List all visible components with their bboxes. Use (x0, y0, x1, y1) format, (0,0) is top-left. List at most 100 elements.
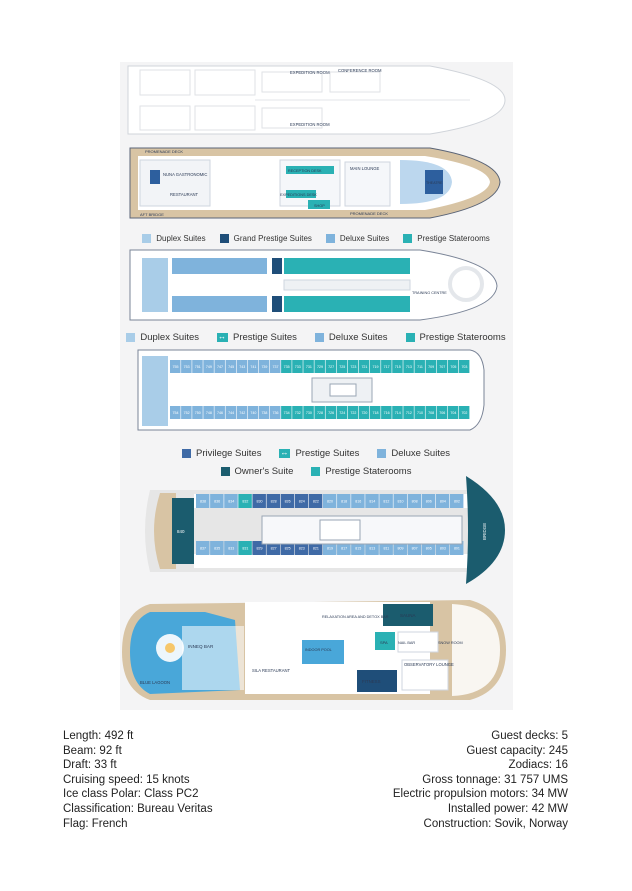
cabin (325, 360, 337, 373)
cabin-number: 830 (256, 500, 262, 504)
cabin (181, 360, 192, 373)
spec-classification: Classification: Bureau Veritas (63, 802, 213, 815)
nail-bar-label: NAIL BAR (398, 641, 415, 645)
cabin-number: 735 (284, 365, 290, 369)
cabin-number: 710 (417, 411, 423, 415)
cabin (308, 494, 323, 508)
cabin (447, 406, 459, 419)
cabin-number: 810 (398, 500, 404, 504)
cabin-number: 706 (439, 411, 445, 415)
cabin (407, 494, 422, 508)
cabin-number: 752 (184, 411, 190, 415)
cabin (210, 541, 224, 555)
cabin (238, 541, 252, 555)
cabin-number: 828 (271, 500, 277, 504)
cabin-number: 750 (195, 411, 201, 415)
cabin-number: 834 (228, 500, 234, 504)
cabin (414, 406, 425, 419)
cabin (266, 494, 281, 508)
cabin (314, 406, 325, 419)
cabin-number: 728 (317, 411, 323, 415)
spa-label: SPA (380, 640, 388, 645)
legend-label: Privilege Suites (195, 448, 262, 459)
spec-draft: Draft: 33 ft (63, 759, 117, 772)
cabin (435, 494, 450, 508)
legend-swatch (311, 467, 321, 476)
cabin (336, 406, 348, 419)
sauna-label: SAUNA (400, 613, 416, 618)
cabin-number: 805 (426, 547, 432, 551)
cabin (458, 406, 470, 419)
reception-desk-label: RECEPTION DESK (288, 169, 322, 173)
blue-lagoon-label: BLUE LAGOON (140, 680, 170, 685)
cabin-number: 821 (313, 547, 319, 551)
cabin-number: 740 (250, 411, 256, 415)
deck-2: PROMENADE DECK PROMENADE DECK NUNA GASTR… (129, 147, 501, 219)
cabin (270, 360, 281, 373)
bridge-label: BRIDGE (482, 523, 487, 540)
cabin (280, 494, 295, 508)
cabin (181, 406, 192, 419)
cabin (236, 360, 248, 373)
cabin (425, 406, 437, 419)
cabin-number: 825 (285, 547, 291, 551)
cabin-number: 813 (369, 547, 375, 551)
legend-swatch (217, 332, 228, 342)
cabin-number: 719 (373, 365, 379, 369)
spec-length: Length: 492 ft (63, 730, 134, 742)
legend-item: Prestige Suites (217, 332, 297, 343)
promenade-deck-bottom-label: PROMENADE DECK (350, 211, 388, 216)
cabin-number: 712 (406, 411, 412, 415)
legend-label: Deluxe Suites (391, 448, 450, 459)
training-centre-label: TRAINING CENTRE (412, 291, 447, 295)
legend-swatch (126, 333, 136, 342)
cabin (203, 360, 214, 373)
relaxation-area-label: RELAXATION AREA AND DETOX BAR (322, 615, 389, 619)
cabin (236, 406, 248, 419)
spec-propulsion: Electric propulsion motors: 34 MW (392, 788, 568, 801)
cabin-number: 824 (299, 500, 305, 504)
cabin (225, 406, 237, 419)
spec-ice-class: Ice class Polar: Class PC2 (63, 788, 199, 801)
conference-room-label: CONFERENCE ROOM (338, 68, 382, 73)
cabin (238, 494, 252, 508)
cabin (314, 360, 325, 373)
owners-suite-block (172, 498, 194, 564)
cabin (224, 541, 238, 555)
legend-label: Duplex Suites (156, 234, 206, 243)
cabin-number: 751 (195, 365, 201, 369)
cabin-number: 838 (200, 500, 206, 504)
cabin-number: 753 (184, 365, 190, 369)
legend-label: Owner's Suite (234, 466, 294, 477)
spec-flag: Flag: French (63, 817, 128, 830)
cabin-number: 732 (295, 411, 301, 415)
cabin-number: 814 (369, 500, 375, 504)
cabin-number: 829 (256, 547, 262, 551)
observatory-lounge-label: OBSERVATORY LOUNGE (404, 662, 454, 667)
cabin-number: 746 (217, 411, 223, 415)
specs-left: Length: 492 ft Beam: 92 ft Draft: 33 ft … (63, 729, 213, 831)
legend-swatch (405, 333, 415, 342)
cabin (281, 406, 292, 419)
cabin (325, 406, 337, 419)
cabin-number: 801 (454, 547, 460, 551)
cabin-number: 754 (173, 411, 179, 415)
legend-label: Prestige Staterooms (417, 234, 490, 243)
legend-item: Deluxe Suites (314, 332, 388, 343)
cabin-number: 708 (428, 411, 434, 415)
cabin (258, 406, 270, 419)
cabin (358, 406, 370, 419)
cabin-number: 705 (450, 365, 456, 369)
cabin (403, 406, 414, 419)
cabin-number: 739 (261, 365, 267, 369)
legend-swatch (325, 234, 335, 243)
shop-label: SHOP (314, 204, 325, 208)
cabin-number: 822 (313, 500, 319, 504)
cabin-number: 738 (261, 411, 267, 415)
